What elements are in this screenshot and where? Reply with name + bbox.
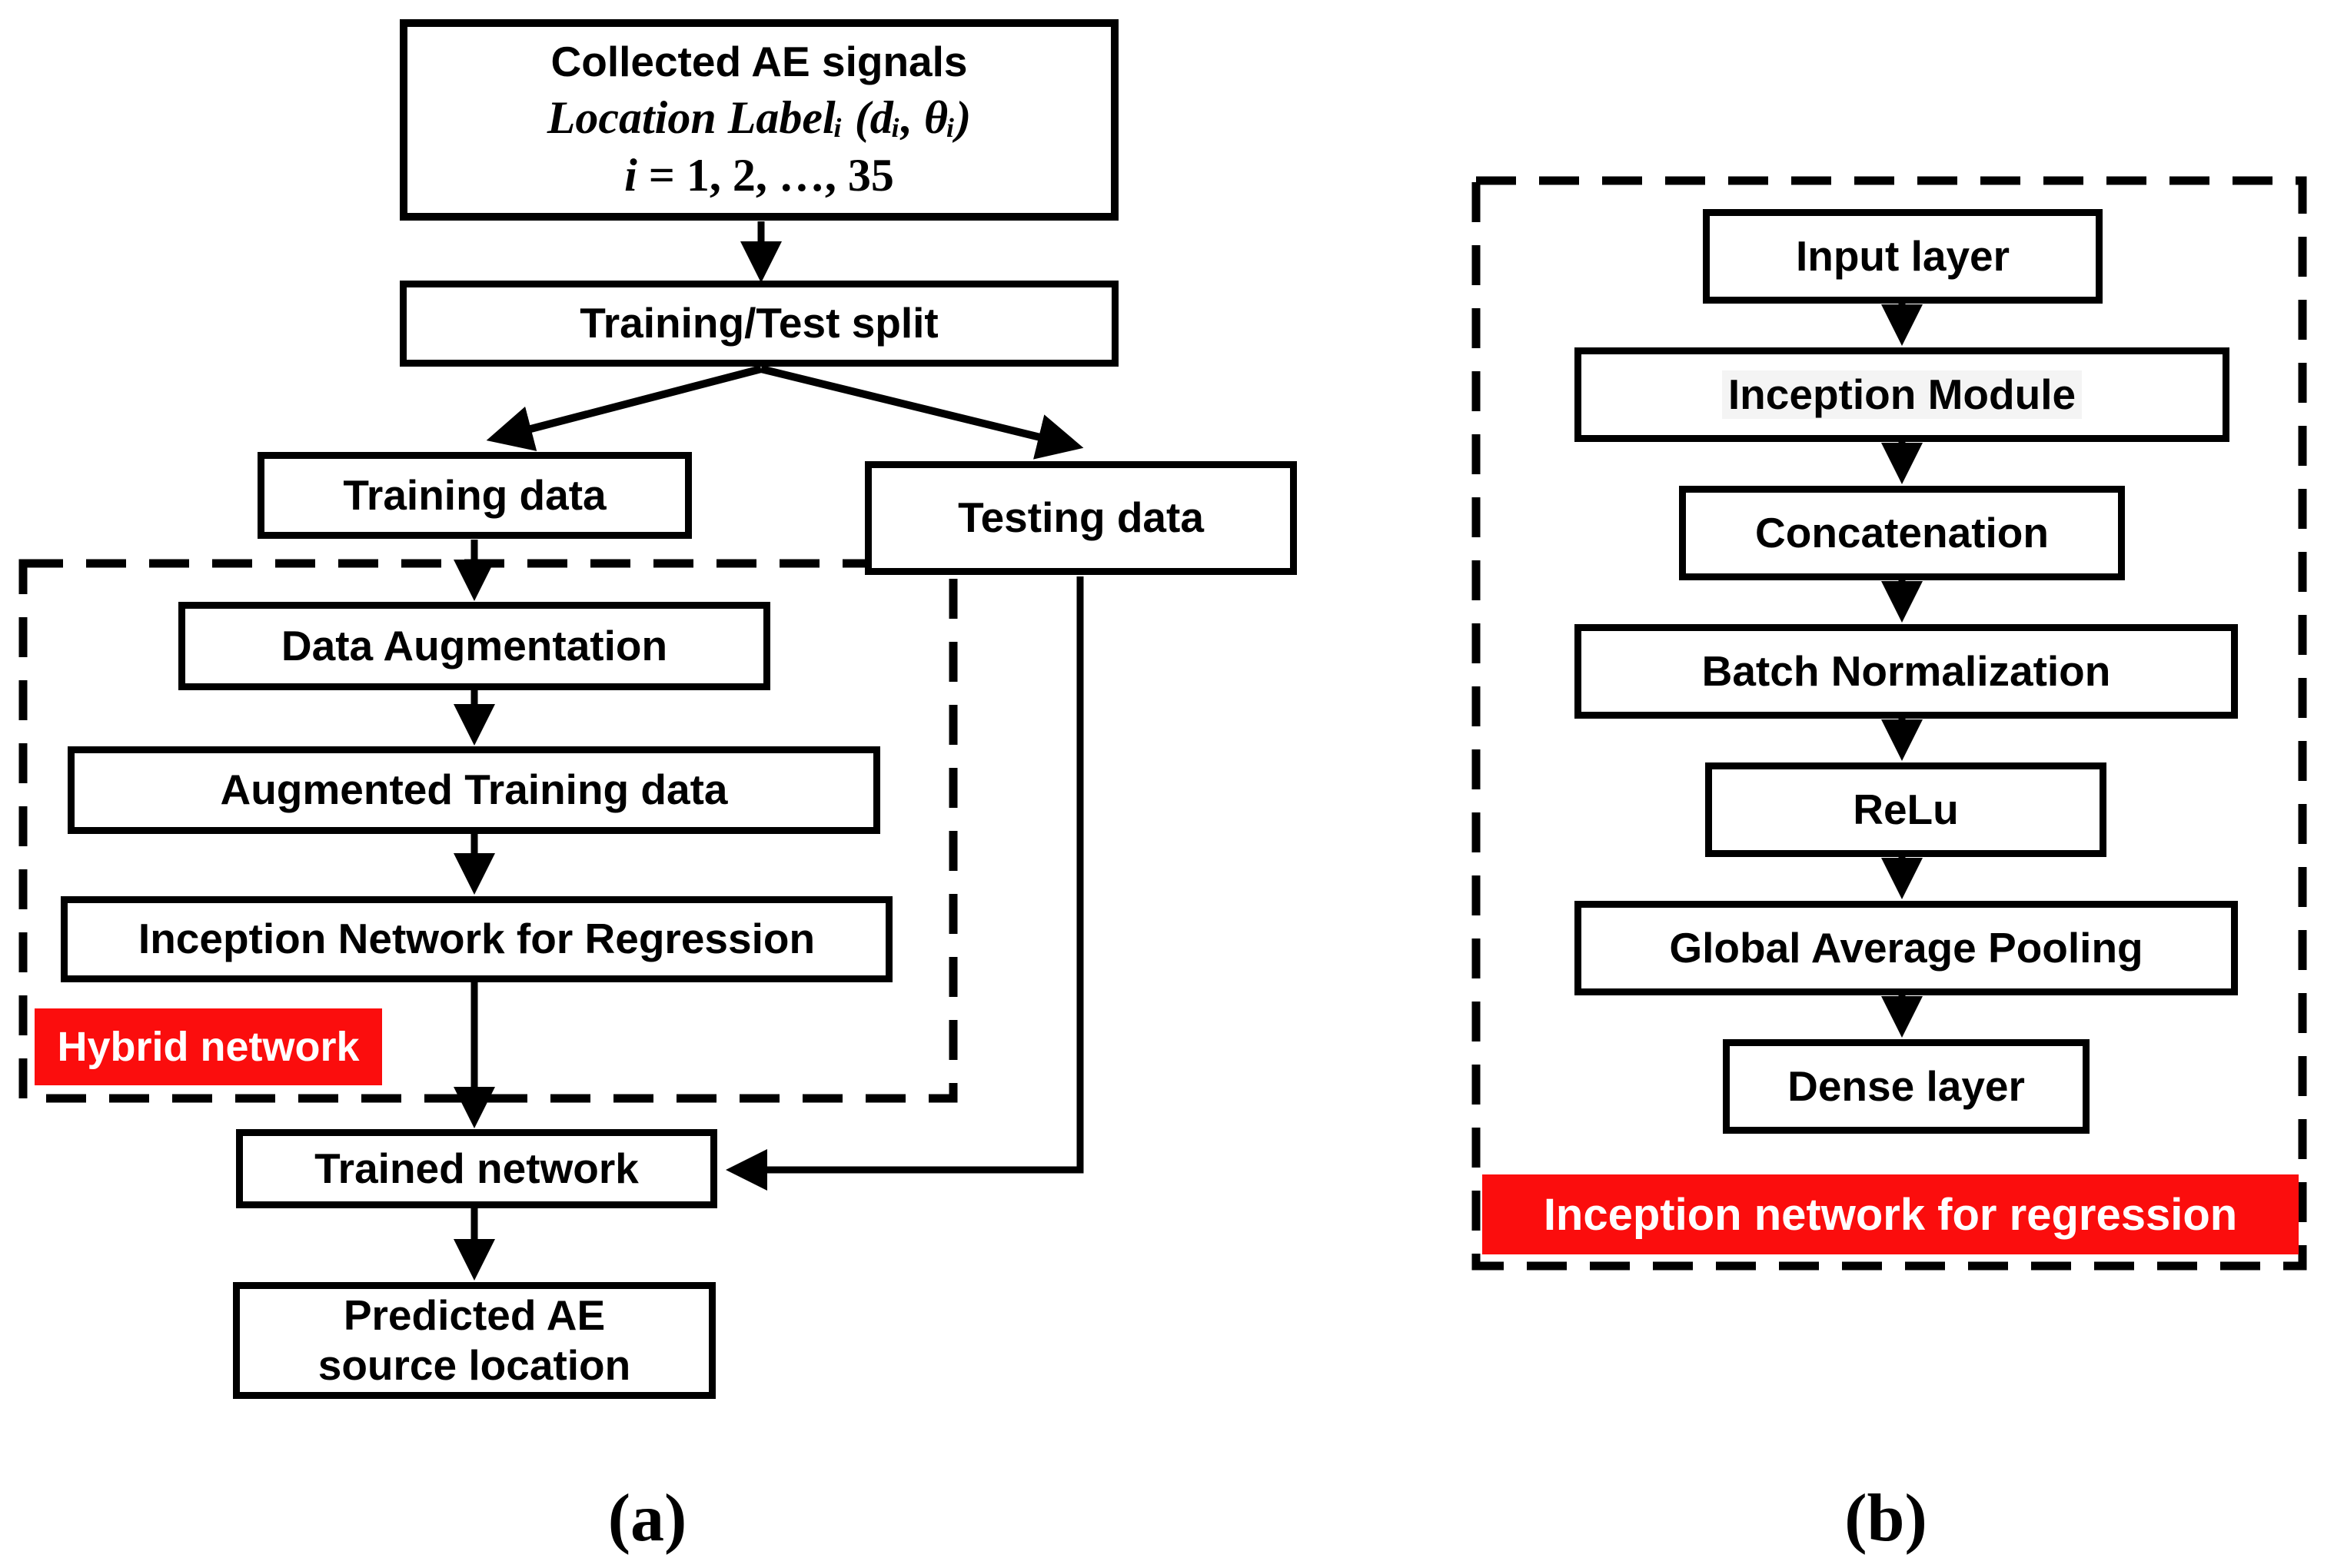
hybrid-network-text: Hybrid network <box>57 1024 360 1070</box>
collected-line3-values: = 1, 2, …, 35 <box>637 149 894 201</box>
batch-normalization-label: Batch Normalization <box>1701 646 2111 695</box>
batch-normalization-box: Batch Normalization <box>1574 624 2238 719</box>
input-layer-label: Input layer <box>1795 231 2010 280</box>
arrow-testing-to-trained <box>726 576 1084 1191</box>
concatenation-box: Concatenation <box>1679 486 2125 580</box>
training-test-split-box: Training/Test split <box>400 281 1119 367</box>
testing-data-label: Testing data <box>958 493 1204 542</box>
panel-b-caption: (b) <box>1844 1481 1927 1556</box>
arrow-split-to-training <box>486 365 763 451</box>
collected-line1: Collected AE signals <box>550 38 968 86</box>
collected-line2-math: Location Labelᵢ (dᵢ, θᵢ) <box>547 91 972 143</box>
training-data-label: Training data <box>343 470 607 519</box>
inception-network-for-regression-label: Inception Network for Regression <box>138 915 816 963</box>
global-average-pooling-label: Global Average Pooling <box>1669 923 2143 972</box>
inception-banner-text: Inception network for regression <box>1543 1189 2238 1240</box>
relu-label: ReLu <box>1853 785 1959 833</box>
training-data-box: Training data <box>258 452 692 539</box>
testing-data-box: Testing data <box>865 461 1297 575</box>
concatenation-label: Concatenation <box>1755 508 2049 556</box>
inception-network-dashed-container <box>1471 176 2307 1271</box>
arrow-split-to-testing <box>760 365 1084 460</box>
collected-line3-variable: i <box>624 149 637 201</box>
collected-line3-math: i = 1, 2, …, 35 <box>624 149 894 202</box>
global-average-pooling-box: Global Average Pooling <box>1574 901 2238 995</box>
predicted-line2: source location <box>318 1341 631 1389</box>
inception-module-label: Inception Module <box>1721 370 2083 420</box>
data-augmentation-label: Data Augmentation <box>281 621 668 669</box>
trained-network-label: Trained network <box>314 1144 639 1192</box>
inception-network-for-regression-banner: Inception network for regression <box>1482 1174 2299 1254</box>
dense-layer-box: Dense layer <box>1723 1039 2090 1134</box>
inception-module-box: Inception Module <box>1574 347 2229 442</box>
input-layer-box: Input layer <box>1703 209 2103 304</box>
relu-box: ReLu <box>1705 762 2106 857</box>
training-test-split-label: Training/Test split <box>580 299 939 347</box>
predicted-ae-source-location-box: Predicted AE source location <box>233 1282 716 1399</box>
augmented-training-data-box: Augmented Training data <box>68 746 880 834</box>
data-augmentation-box: Data Augmentation <box>178 602 770 690</box>
dense-layer-label: Dense layer <box>1787 1061 2025 1110</box>
augmented-training-data-label: Augmented Training data <box>220 766 728 814</box>
hybrid-network-red-label: Hybrid network <box>35 1008 382 1085</box>
collected-ae-signals-box: Collected AE signals Location Labelᵢ (dᵢ… <box>400 19 1119 221</box>
trained-network-box: Trained network <box>236 1129 717 1208</box>
inception-network-for-regression-box: Inception Network for Regression <box>61 896 893 982</box>
predicted-line1: Predicted AE <box>343 1291 606 1339</box>
panel-a-caption: (a) <box>607 1481 687 1556</box>
